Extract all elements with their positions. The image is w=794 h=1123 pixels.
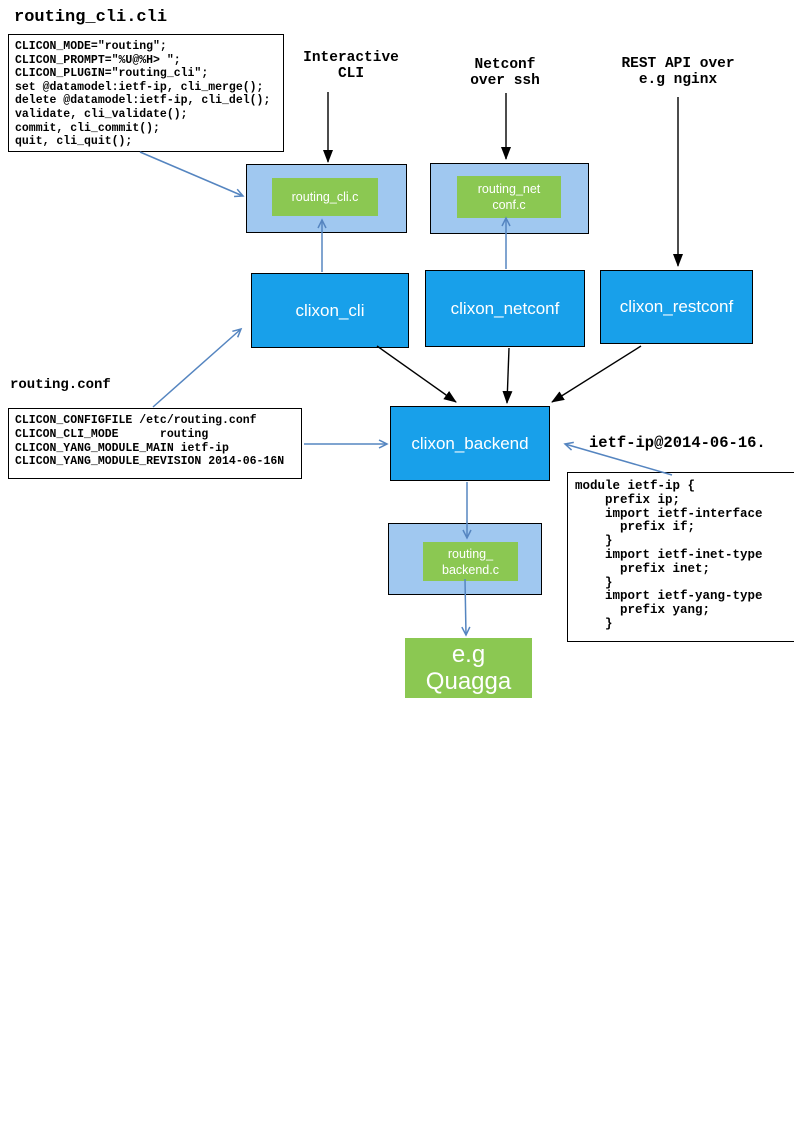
cli-file-code-box: CLICON_MODE="routing"; CLICON_PROMPT="%U… — [8, 34, 284, 152]
arrow-clixon-cli-to-backend — [376, 345, 457, 403]
node-clixon-backend: clixon_backend — [390, 406, 550, 481]
arrow-conf-file-to-clixon-cli — [152, 327, 243, 408]
arrow-clixon-restconf-to-backend — [551, 345, 642, 403]
node-routing-netconf-c: routing_net conf.c — [457, 176, 561, 218]
container-routing-backend-plugin: routing_ backend.c — [388, 523, 542, 595]
label-netconf-over-ssh: Netconf over ssh — [470, 57, 540, 89]
label-interactive-cli: Interactive CLI — [303, 50, 399, 82]
container-routing-netconf-plugin: routing_net conf.c — [430, 163, 589, 234]
container-routing-cli-plugin: routing_cli.c — [246, 164, 407, 233]
arrow-cli-file-to-plugin-box — [139, 151, 245, 198]
node-clixon-restconf: clixon_restconf — [600, 270, 753, 344]
conf-file-title: routing.conf — [10, 377, 111, 393]
conf-file-code-box: CLICON_CONFIGFILE /etc/routing.conf CLIC… — [8, 408, 302, 479]
yang-file-title: ietf-ip@2014-06-16. — [589, 434, 766, 452]
yang-file-code-box: module ietf-ip { prefix ip; import ietf-… — [567, 472, 794, 642]
node-quagga: e.g Quagga — [405, 638, 532, 698]
cli-file-title: routing_cli.cli — [14, 8, 168, 27]
node-clixon-netconf: clixon_netconf — [425, 270, 585, 347]
node-clixon-cli: clixon_cli — [251, 273, 409, 348]
label-rest-api-nginx: REST API over e.g nginx — [621, 56, 735, 88]
node-routing-backend-c: routing_ backend.c — [423, 542, 518, 581]
arrow-clixon-netconf-to-backend — [502, 347, 513, 404]
node-routing-cli-c: routing_cli.c — [272, 178, 378, 216]
